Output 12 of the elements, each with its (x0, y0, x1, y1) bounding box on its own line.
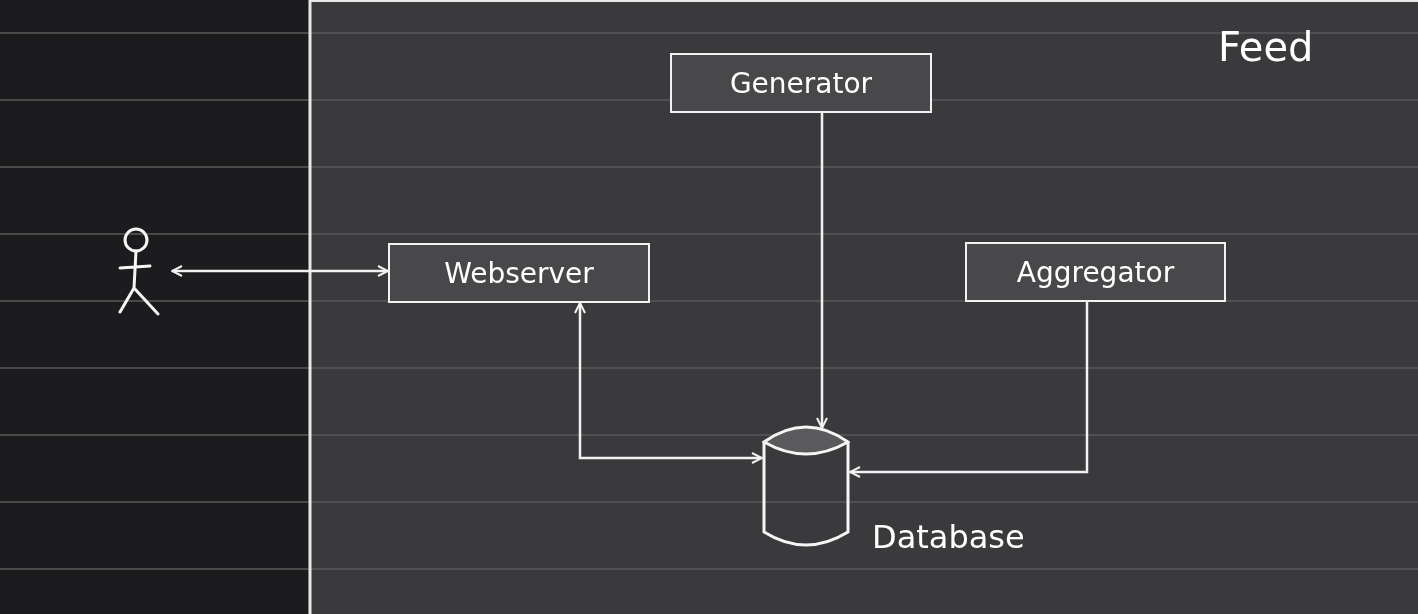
process-box (670, 53, 932, 113)
title: Feed (1218, 24, 1314, 70)
arrow (849, 302, 1089, 478)
process-box (388, 243, 650, 303)
arrow (816, 113, 828, 429)
arrow (574, 302, 763, 464)
box-label: Aggregator (1016, 255, 1175, 289)
process-box (965, 242, 1226, 302)
arrow (171, 265, 389, 277)
box-label: Generator (729, 66, 873, 100)
box-label: Webserver (444, 256, 594, 290)
node-caption: Database (872, 518, 1025, 556)
